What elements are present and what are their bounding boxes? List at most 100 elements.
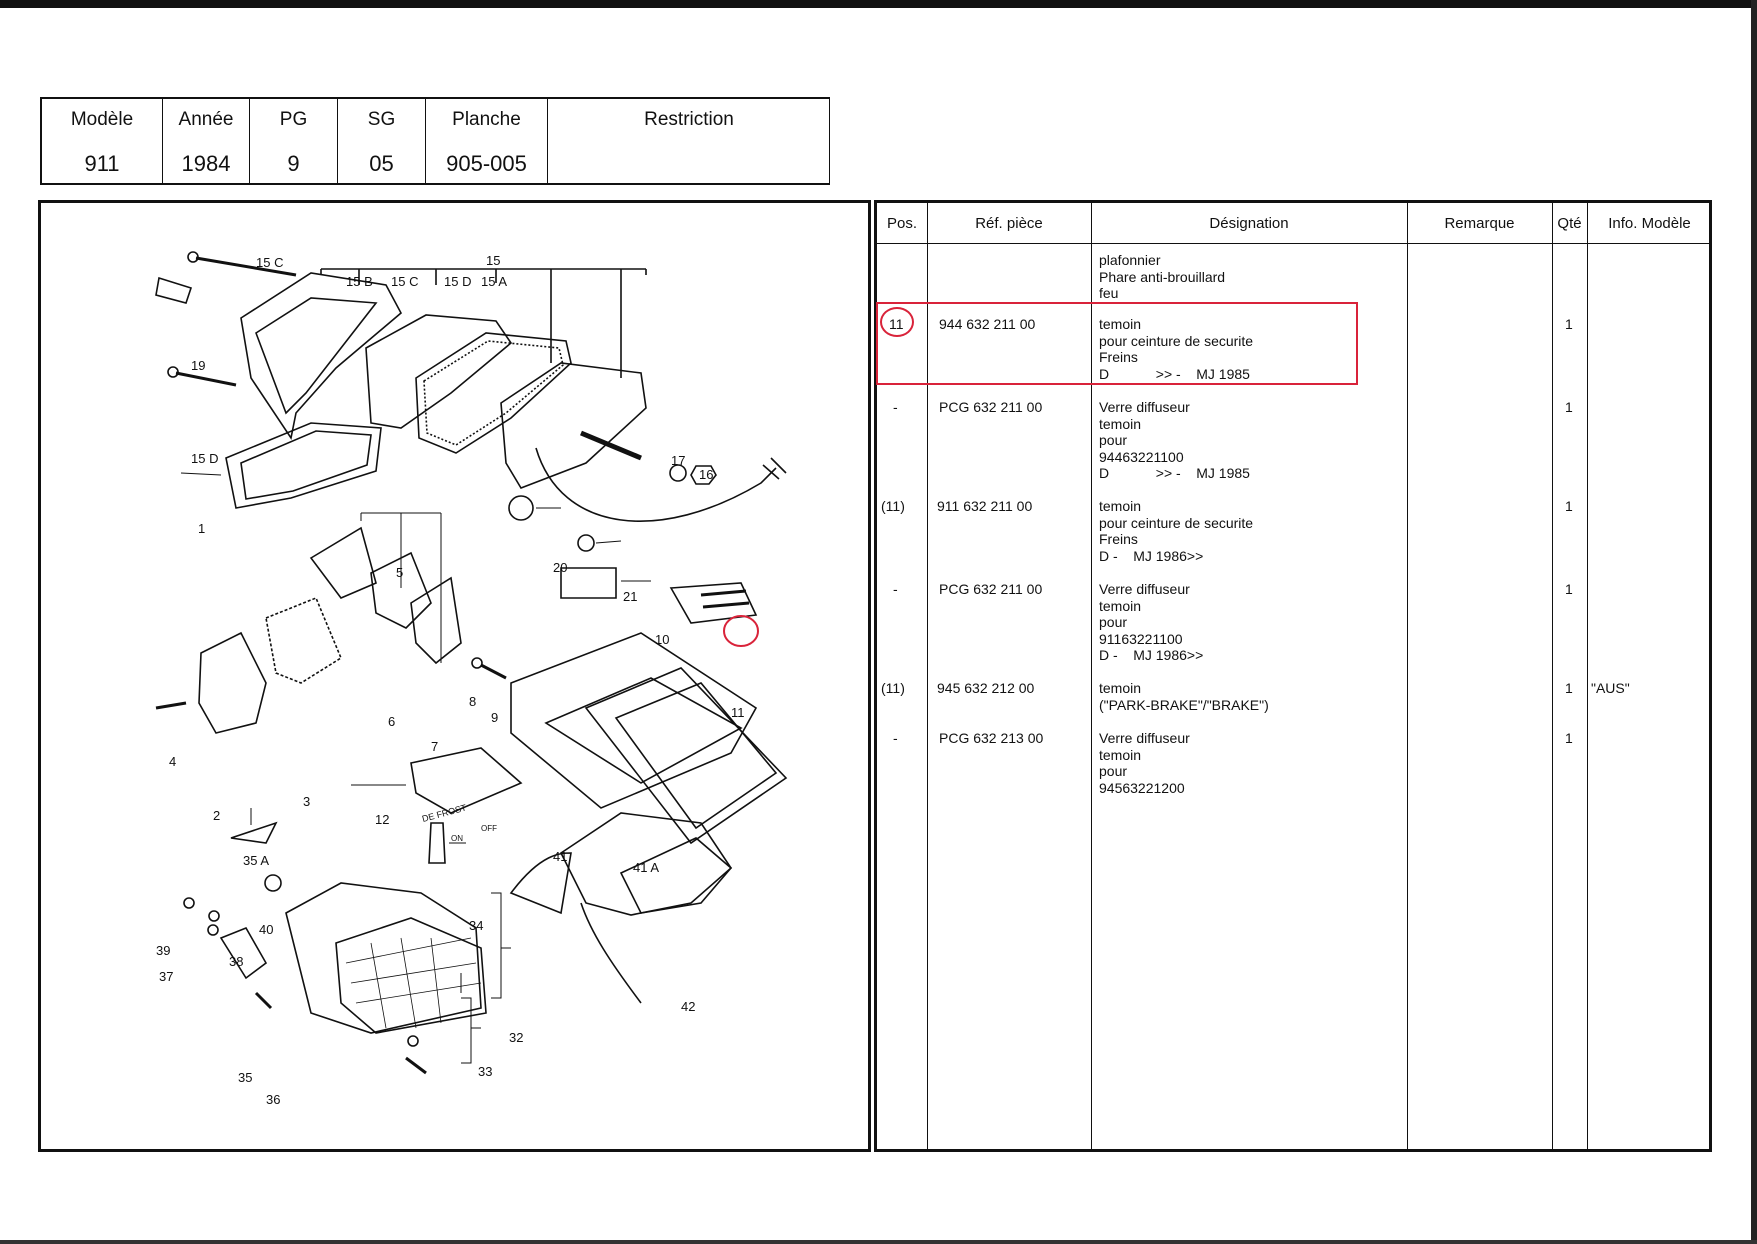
designation-line: temoin <box>1099 680 1142 696</box>
switch-10 <box>560 567 617 599</box>
gasket-3 <box>265 596 342 684</box>
nut-39 <box>183 897 195 909</box>
lamp-housing-inner <box>255 297 378 415</box>
designation-cell: temoin ("PARK-BRAKE"/"BRAKE") <box>1099 680 1269 713</box>
ref-cell: 945 632 212 00 <box>937 680 1035 696</box>
group-bracket-32 <box>491 892 511 999</box>
col-divider <box>927 203 928 1149</box>
label-12: 12 <box>375 812 389 827</box>
screw-36 <box>254 991 273 1010</box>
screw-15d-head <box>167 366 179 378</box>
col-divider <box>1091 203 1092 1149</box>
label-38: 38 <box>229 954 243 969</box>
scan-edge-bottom <box>0 1240 1757 1244</box>
washer-38 <box>208 910 220 922</box>
th-ref: Réf. pièce <box>975 215 1043 232</box>
info-cell: "AUS" <box>1591 680 1630 696</box>
label-40: 40 <box>259 922 273 937</box>
designation-cell: temoin pour ceinture de securite Freins … <box>1099 498 1253 564</box>
ref-cell: PCG 632 213 00 <box>939 730 1044 746</box>
pos-cell: - <box>893 730 898 746</box>
designation-line: ("PARK-BRAKE"/"BRAKE") <box>1099 696 1269 713</box>
tail-lamp-32 <box>285 882 482 1034</box>
gasket-6 <box>370 551 432 629</box>
warning-lamp-11 <box>669 582 758 624</box>
washer-37 <box>207 924 219 936</box>
ref-cell: PCG 632 211 00 <box>939 399 1043 415</box>
cover-41a-inner <box>614 682 778 830</box>
leader-1 <box>180 472 222 476</box>
col-divider <box>1407 203 1408 1149</box>
exploded-parts-diagram: 15 C 15 15 B 15 C 15 D 15 A 19 15 D 17 1… <box>38 200 871 1152</box>
label-off: OFF <box>481 824 497 833</box>
clip-21 <box>577 534 595 552</box>
group-bracket-33 <box>460 973 481 1064</box>
tail-lamp-grid <box>345 937 482 1029</box>
th-info: Info. Modèle <box>1608 215 1691 232</box>
designation-line: D - MJ 1986>> <box>1099 647 1204 663</box>
pos-cell: - <box>893 399 898 415</box>
screw-8 <box>471 657 483 669</box>
designation-line: D >> - MJ 1985 <box>1099 465 1250 481</box>
label-35: 35 <box>238 1070 252 1085</box>
diagram-labels: 15 C 15 15 B 15 C 15 D 15 A 19 15 D 17 1… <box>156 253 745 1107</box>
screw-9 <box>480 663 507 680</box>
tail-lamp-32-lens <box>335 917 487 1034</box>
plate-7 <box>410 576 462 665</box>
group-bracket-5 <box>360 512 442 663</box>
designation-line: pour ceinture de securite <box>1099 514 1254 531</box>
console-41 <box>510 632 758 809</box>
col-divider <box>1587 203 1588 1149</box>
highlight-box <box>876 302 1358 385</box>
designation-line: temoin <box>1099 746 1142 763</box>
designation-line: pour <box>1099 432 1128 448</box>
pos-cell: (11) <box>881 680 905 696</box>
th-remarque: Remarque <box>1444 215 1515 232</box>
label-1: 1 <box>198 521 205 536</box>
header-label: Restriction <box>644 109 734 130</box>
qte-cell: 1 <box>1565 498 1573 514</box>
leader-21 <box>595 540 622 544</box>
header-divider <box>877 243 1709 244</box>
washer-33 <box>407 1035 419 1047</box>
label-17: 17 <box>671 453 685 468</box>
header-value: 905-005 <box>446 151 527 176</box>
lamp-cable <box>535 447 777 522</box>
indicator-lamp-1 <box>225 422 382 509</box>
label-6: 6 <box>388 714 395 729</box>
label-19: 19 <box>191 358 205 373</box>
th-designation: Désignation <box>1209 215 1289 232</box>
pos-cell: (11) <box>881 498 905 514</box>
scan-edge-top <box>0 0 1757 8</box>
designation-line: Verre diffuseur <box>1099 581 1190 597</box>
label-15b: 15 B <box>346 274 373 289</box>
model-info-table: Modèle 911 Année 1984 PG 9 SG 05 Planche… <box>40 97 830 185</box>
designation-line: temoin <box>1099 316 1142 332</box>
qte-cell: 1 <box>1565 399 1573 415</box>
header-col-sg: SG 05 <box>338 99 426 183</box>
label-33: 33 <box>478 1064 492 1079</box>
header-value: 911 <box>84 151 120 176</box>
designation-line: D >> - MJ 1985 <box>1099 365 1250 382</box>
designation-cell: Verre diffuseur temoin pour 94463221100 … <box>1099 399 1250 482</box>
label-20: 20 <box>553 560 567 575</box>
label-15c-top: 15 C <box>391 274 418 289</box>
designation-line: Verre diffuseur <box>1099 399 1190 415</box>
designation-line: temoin <box>1099 415 1142 432</box>
header-col-annee: Année 1984 <box>163 99 250 183</box>
label-42: 42 <box>681 999 695 1014</box>
designation-line: Phare anti-brouillard <box>1099 268 1226 285</box>
lamp-gasket <box>423 340 564 446</box>
lamp-stud <box>580 430 642 461</box>
console-41-inner <box>544 677 743 784</box>
label-defrost: DE FROST <box>421 802 468 824</box>
designation-cell: plafonnier Phare anti-brouillard feu <box>1099 252 1225 302</box>
label-8: 8 <box>469 694 476 709</box>
label-15a: 15 A <box>481 274 507 289</box>
designation-cell: temoin pour ceinture de securite Freins … <box>1099 316 1253 382</box>
designation-cell: Verre diffuseur temoin pour 91163221100 … <box>1099 581 1203 664</box>
designation-line: pour <box>1099 763 1128 779</box>
cover-41a <box>584 667 788 845</box>
designation-line: pour ceinture de securite <box>1099 332 1254 349</box>
ref-cell: 911 632 211 00 <box>937 498 1033 514</box>
